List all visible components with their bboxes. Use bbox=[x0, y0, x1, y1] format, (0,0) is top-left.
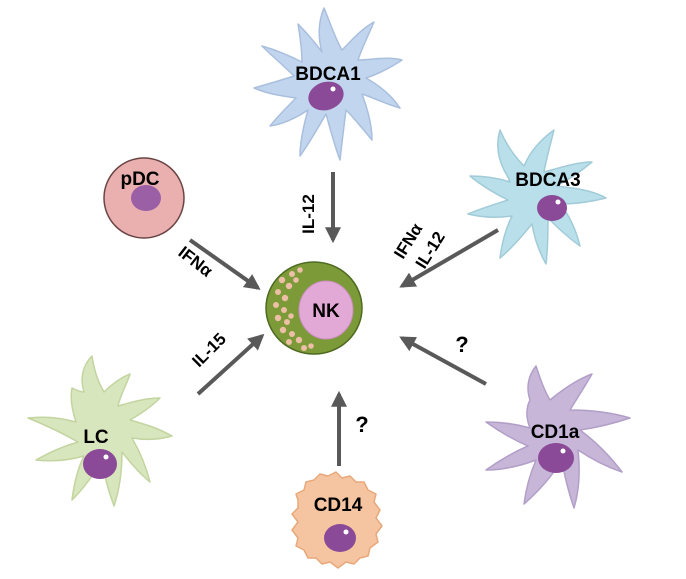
cd14-cell: CD14 bbox=[291, 471, 383, 569]
nk-nucleus bbox=[298, 280, 354, 340]
signal-lc-label: IL-15 bbox=[188, 329, 229, 370]
signal-cd14-label: ? bbox=[355, 412, 368, 437]
signal-cd1a-label: ? bbox=[455, 332, 468, 357]
cd14-nucleus-highlight bbox=[343, 529, 349, 535]
cd1a-label: CD1a bbox=[531, 422, 580, 443]
lc-nucleus-highlight bbox=[103, 454, 109, 460]
bdca1-nucleus-highlight bbox=[330, 86, 336, 92]
cd1a-cell-body bbox=[485, 365, 631, 509]
arrow-lc-to-nk bbox=[196, 333, 265, 396]
arrow-pdc-to-nk bbox=[188, 238, 261, 290]
lc-langerhans-cell: LC bbox=[27, 355, 173, 507]
bdca1-label: BDCA1 bbox=[295, 64, 361, 85]
cd1a-nucleus bbox=[538, 443, 574, 473]
nk-label: NK bbox=[312, 301, 340, 322]
cd14-label: CD14 bbox=[314, 495, 363, 516]
bdca1-dendritic-cell: BDCA1 bbox=[253, 7, 403, 161]
bdca3-nucleus-highlight bbox=[555, 199, 561, 205]
pdc-label: pDC bbox=[120, 169, 159, 190]
nk-cell: NK bbox=[265, 261, 363, 355]
arrow-cd1a-to-nk bbox=[399, 336, 487, 386]
pdc-nucleus bbox=[131, 185, 161, 211]
signal-bdca1-label: IL-12 bbox=[299, 194, 318, 234]
bdca3-cell-body bbox=[467, 129, 607, 265]
lc-nucleus bbox=[83, 449, 117, 479]
pdc-cell: pDC bbox=[103, 157, 185, 239]
lc-label: LC bbox=[83, 427, 109, 448]
arrows bbox=[188, 172, 500, 466]
bdca3-nucleus bbox=[537, 195, 567, 221]
lc-cell-body bbox=[27, 355, 173, 507]
cd1a-nucleus-highlight bbox=[560, 448, 566, 454]
nk-granules bbox=[273, 267, 314, 351]
signal-pdc-label: IFNα bbox=[175, 243, 217, 282]
bdca3-dendritic-cell: BDCA3 bbox=[467, 129, 607, 265]
bdca3-label: BDCA3 bbox=[515, 170, 580, 191]
cd14-nucleus bbox=[324, 524, 356, 552]
cd14-cell-body bbox=[291, 471, 383, 569]
cd1a-dendritic-cell: CD1a bbox=[485, 365, 631, 509]
arrow-bdca3-to-nk bbox=[399, 228, 500, 288]
